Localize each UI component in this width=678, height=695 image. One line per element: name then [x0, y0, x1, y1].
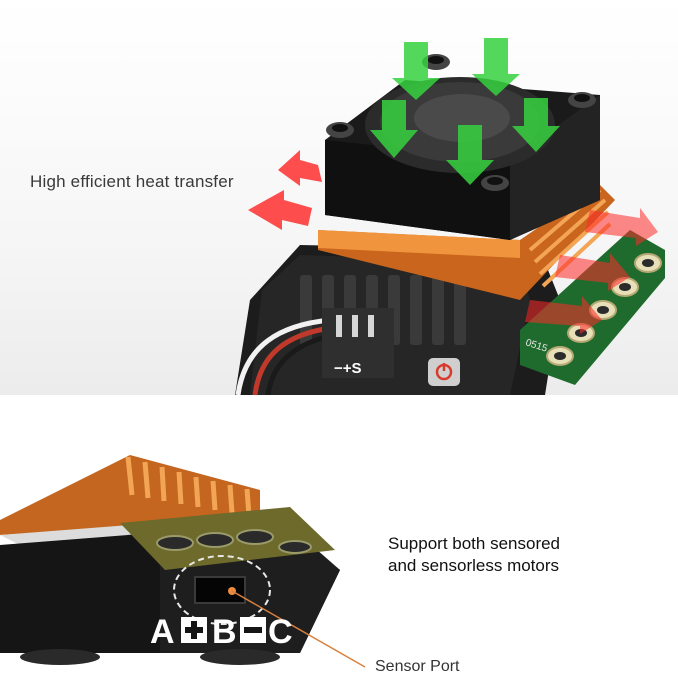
sensor-support-caption: Support both sensored and sensorless mot…: [388, 533, 560, 577]
heat-arrows-left: [248, 150, 322, 230]
sensor-port-product-photo: A B C Support both sensored and sensorle…: [0, 395, 678, 695]
phase-label-b: B: [212, 613, 237, 651]
cooling-fan-product-photo: 0515 −+S High efficient heat transfer: [0, 0, 678, 395]
fan-screws: [326, 54, 596, 191]
wires: [235, 317, 331, 395]
phase-label-c: C: [268, 613, 293, 651]
fan-hub: [414, 94, 510, 142]
heat-arrows-right: [525, 208, 658, 334]
fan-airflow-arrows: [370, 38, 560, 185]
support-caption-line1: Support both sensored: [388, 534, 561, 553]
esc-side-illustration: A B C: [0, 455, 366, 668]
side-heatsink-fins: [125, 456, 252, 517]
sensor-port-leader-line: [231, 590, 366, 668]
phase-label-a: A: [150, 613, 175, 651]
sensor-port-caption: Sensor Port: [375, 658, 460, 675]
sensor-port-socket: [194, 576, 246, 604]
esc-with-fan-illustration: 0515 −+S: [235, 38, 665, 395]
sensor-port-highlight: [173, 555, 271, 625]
heat-transfer-caption: High efficient heat transfer: [30, 172, 234, 191]
connector-polarity-label: −+S: [334, 360, 362, 377]
support-caption-line2: and sensorless motors: [388, 556, 560, 575]
power-button: [428, 358, 460, 386]
